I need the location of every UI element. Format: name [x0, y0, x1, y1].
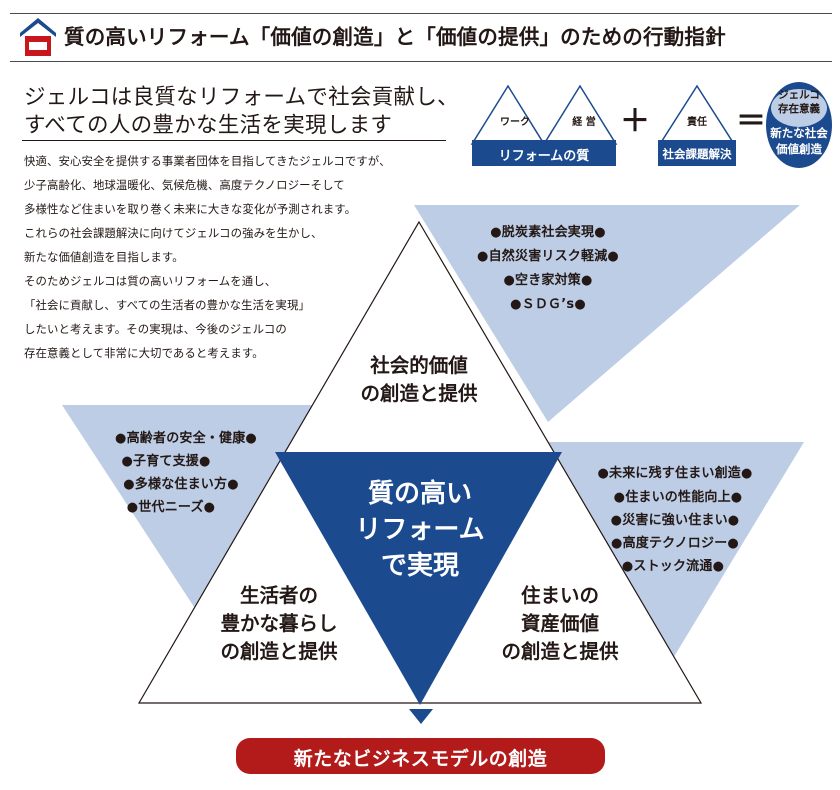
intro-line-6: そのためジェルコは質の高いリフォームを通し、 [24, 274, 277, 288]
social-bullet-4: ●ＳＤＧ’s● [510, 297, 586, 312]
housing-bullet-3: ●災害に強い住まい● [610, 513, 740, 528]
management-label: 経 営 [572, 117, 596, 128]
intro-line-2: 少子高齢化、地球温暖化、気候危機、高度テクノロジーそして [24, 178, 345, 192]
intro-line-7: 「社会に貢献し、すべての生活者の豊かな生活を実現」 [24, 298, 311, 312]
circle-bottom-line-2: 価値創造 [776, 142, 822, 156]
responsibility-shape [658, 84, 736, 166]
tagline-underline [22, 140, 446, 141]
intro-line-8: したいと考えます。その実現は、今後のジェルコの [24, 322, 287, 336]
intro-line-4: これらの社会課題解決に向けてジェルコの強みを生かし、 [24, 226, 323, 240]
header-rule-top [10, 13, 832, 14]
living-value-label-line-2: 豊かな暮らし [220, 612, 338, 635]
center-label-line-3: で実現 [380, 551, 459, 581]
reform-quality-shape [470, 84, 618, 166]
social-value-label-line-1: 社会的価値 [370, 354, 468, 377]
bottom-banner-label: 新たなビジネスモデルの創造 [293, 748, 548, 770]
equals-sign: ＝ [736, 104, 766, 139]
housing-value-label: 住まいの 資産価値 の創造と提供 [470, 582, 650, 666]
housing-bullet-2: ●住まいの性能向上● [613, 490, 743, 505]
bottom-banner-bg [236, 738, 605, 774]
down-arrow [409, 709, 433, 724]
living-value-backdrop [62, 405, 317, 613]
center-triangle [275, 452, 562, 705]
house-icon [20, 18, 56, 56]
work-label: ワーク [500, 117, 530, 128]
intro-line-1: 快適、安心安全を提供する事業者団体を目指してきたジェルコですが、 [24, 154, 391, 168]
existence-value-circle [766, 82, 832, 168]
living-bullet-2: ●子育て支援● [121, 454, 211, 469]
living-value-label-line-1: 生活者の [239, 584, 318, 607]
housing-value-backdrop [548, 442, 804, 660]
housing-value-label-line-2: 資産価値 [520, 612, 599, 635]
social-issue-label: 社会課題解決 [662, 147, 732, 161]
center-label-line-2: リフォーム [355, 515, 485, 545]
circle-top-line-1: ジェルコ [778, 89, 820, 101]
housing-value-label-line-3: の創造と提供 [501, 640, 619, 663]
intro-line-9: 存在意義として非常に大切であると考えます。 [24, 346, 264, 360]
reform-quality-label: リフォームの質 [498, 149, 590, 164]
social-value-backdrop [414, 205, 800, 422]
circle-bottom-line-1: 新たな社会 [770, 126, 828, 140]
tagline-line-1: ジェルコは良質なリフォームで社会貢献し、 [24, 85, 459, 110]
page-title: 質の高いリフォーム「価値の創造」と「価値の提供」のための行動指針 [64, 25, 726, 49]
housing-value-label-line-1: 住まいの [520, 584, 599, 607]
plus-sign: ＋ [620, 104, 650, 139]
social-bullet-1: ●脱炭素社会実現● [490, 225, 606, 240]
intro-line-3: 多様性など住まいを取り巻く未来に大きな変化が予測されます。 [24, 202, 357, 216]
circle-top-text: ジェルコ 存在意義 [764, 88, 834, 116]
housing-bullet-4: ●高度テクノロジー● [611, 536, 739, 551]
housing-bullet-1: ●未来に残す住まい創造● [597, 466, 753, 481]
living-bullet-3: ●多様な住まい方● [123, 477, 239, 492]
intro-line-5: 新たな価値創造を目指します。 [24, 250, 184, 264]
responsibility-label: 責任 [687, 117, 707, 128]
social-bullet-2: ●自然災害リスク軽減● [477, 249, 619, 264]
social-value-label-line-2: の創造と提供 [360, 382, 478, 405]
header-rule-bottom [10, 61, 832, 62]
circle-bottom-text: 新たな社会 価値創造 [764, 125, 834, 157]
tagline-line-2: すべての人の豊かな生活を実現します [24, 113, 393, 138]
circle-top-line-2: 存在意義 [778, 103, 820, 115]
living-value-label: 生活者の 豊かな暮らし の創造と提供 [189, 582, 369, 666]
center-label: 質の高い リフォーム で実現 [325, 476, 515, 584]
social-bullet-3: ●空き家対策● [503, 273, 593, 288]
housing-bullet-5: ●ストック流通● [621, 559, 725, 574]
social-value-label: 社会的価値 の創造と提供 [329, 352, 509, 408]
living-bullet-4: ●世代ニーズ● [126, 500, 216, 515]
center-label-line-1: 質の高い [367, 479, 472, 509]
living-bullet-1: ●高齢者の安全・健康● [115, 431, 257, 446]
living-value-label-line-3: の創造と提供 [220, 640, 338, 663]
